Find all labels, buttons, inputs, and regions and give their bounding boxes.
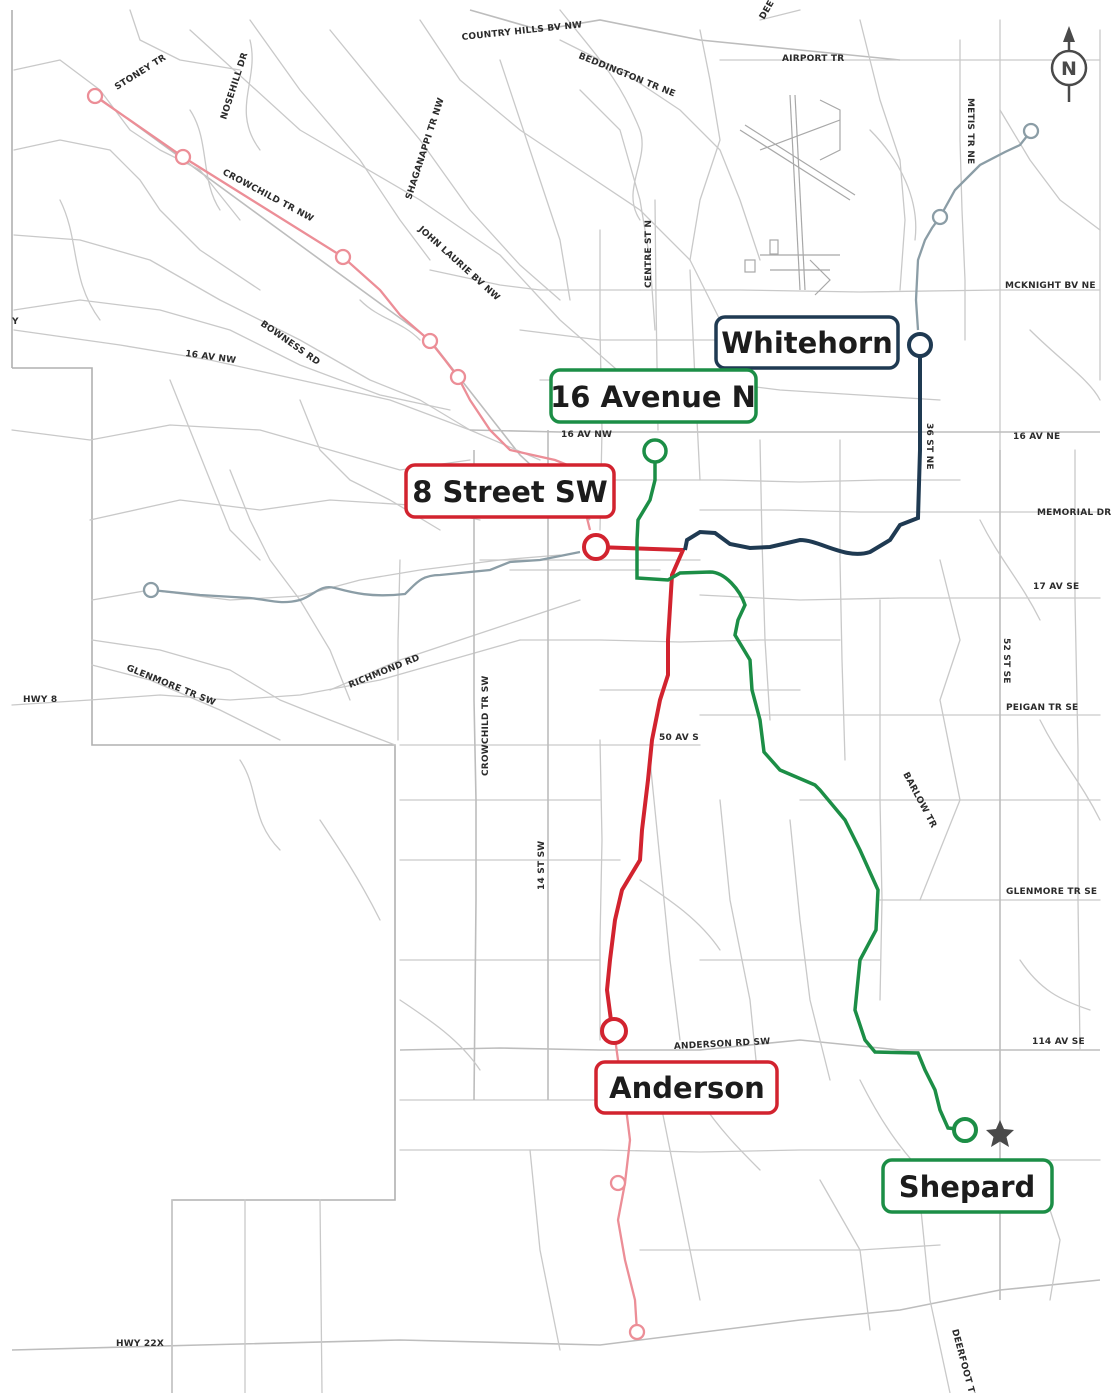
station-label-16-avenue-n: 16 Avenue N — [549, 368, 758, 424]
street-label: 17 AV SE — [1033, 582, 1079, 592]
street-label: HWY 8 — [23, 695, 57, 705]
airport-runways — [739, 94, 856, 296]
street-label: PEIGAN TR SE — [1006, 703, 1078, 713]
north-arrow-icon — [1063, 26, 1075, 42]
street-label: CROWCHILD TR NW — [221, 168, 315, 225]
star-icon — [986, 1120, 1014, 1147]
street-label: COUNTRY HILLS BV NW — [461, 20, 583, 43]
street-label: MEMORIAL DR — [1037, 508, 1111, 518]
street-label: GLENMORE TR SW — [125, 664, 217, 709]
station-name: Whitehorn — [721, 326, 893, 360]
grey-line-west — [150, 550, 581, 604]
eighth-st-station-circle — [582, 533, 610, 561]
street-label: 50 AV S — [659, 733, 699, 743]
street-label: 16 AV NW — [185, 349, 237, 366]
whitehorn-station-circle — [907, 332, 933, 358]
street-label: 36 ST NE — [924, 423, 934, 470]
green-line — [635, 451, 966, 1132]
station-circle — [142, 581, 160, 599]
street-label: GLENMORE TR SE — [1006, 887, 1097, 897]
navy-line — [683, 345, 922, 556]
street-label: DEE — [758, 0, 777, 21]
station-name: 16 Avenue N — [550, 380, 756, 414]
north-label: N — [1061, 58, 1077, 80]
street-label: CENTRE ST N — [644, 220, 654, 288]
street-label: 52 ST SE — [1001, 638, 1011, 684]
station-circle — [421, 332, 439, 350]
street-label: ANDERSON RD SW — [674, 1037, 771, 1052]
station-name: Anderson — [609, 1071, 765, 1105]
shepard-station-circle — [952, 1117, 978, 1143]
street-label: METIS TR NE — [965, 98, 975, 164]
street-label: MCKNIGHT BV NE — [1005, 281, 1096, 291]
station-circle — [174, 148, 192, 166]
transit-lines — [94, 95, 1032, 1333]
station-label-whitehorn: Whitehorn — [714, 315, 900, 370]
street-label: 14 ST SW — [537, 841, 547, 890]
anderson-station-circle — [600, 1017, 628, 1045]
street-label: HWY 22X — [116, 1339, 164, 1349]
street-label: CROWCHILD TR SW — [481, 675, 491, 776]
street-label: 114 AV SE — [1032, 1037, 1085, 1047]
north-arrow: N — [1050, 26, 1088, 102]
station-label-8-street-sw: 8 Street SW — [404, 463, 616, 519]
station-circle — [334, 248, 352, 266]
station-circle — [628, 1323, 646, 1341]
street-label: Y — [11, 317, 19, 327]
terminus-stations — [582, 332, 978, 1143]
minor-stations — [86, 87, 1040, 1341]
station-circle — [449, 368, 467, 386]
station-name: 8 Street SW — [412, 475, 608, 509]
station-label-shepard: Shepard — [881, 1158, 1054, 1214]
sixteen-ave-station-circle — [642, 438, 668, 464]
street-label: 16 AV NE — [1013, 432, 1060, 442]
station-circle — [609, 1174, 627, 1192]
station-circle — [86, 87, 104, 105]
station-circle — [931, 208, 949, 226]
street-label: SHAGANAPPI TR NW — [404, 97, 446, 201]
street-label: BEDDINGTON TR NE — [577, 52, 677, 100]
street-label: AIRPORT TR — [782, 54, 844, 64]
station-circle — [1022, 122, 1040, 140]
street-label: DEERFOOT TR — [949, 1328, 977, 1393]
red-line-new — [595, 545, 687, 1029]
station-label-anderson: Anderson — [594, 1060, 779, 1115]
station-name: Shepard — [899, 1170, 1036, 1204]
street-label: STONEY TR — [113, 53, 168, 92]
street-label: 16 AV NW — [561, 430, 612, 440]
street-label: JOHN LAURIE BV NW — [415, 224, 501, 303]
